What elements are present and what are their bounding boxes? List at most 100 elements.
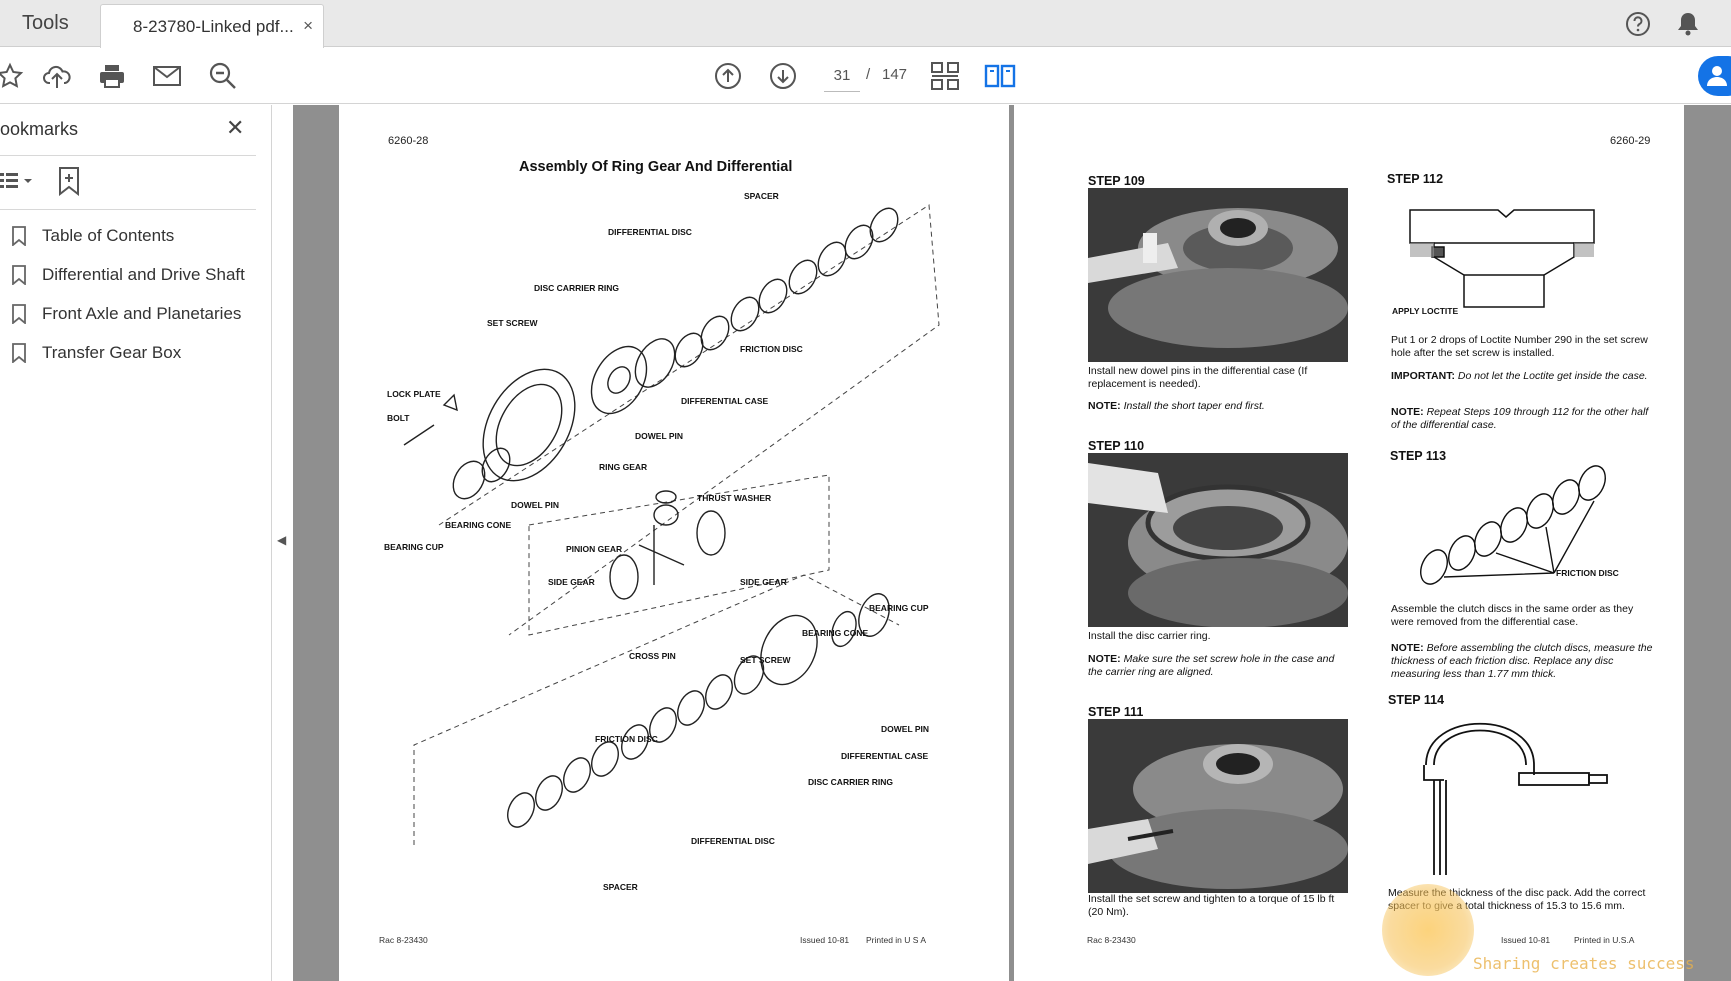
tab-document-label: 8-23780-Linked pdf... xyxy=(133,16,294,36)
diagram-label: DOWEL PIN xyxy=(635,431,684,441)
diagram-label: SPACER xyxy=(603,882,638,892)
important-text: Do not let the Loctite get inside the ca… xyxy=(1457,370,1648,382)
step-112-note: NOTE: Repeat Steps 109 through 112 for t… xyxy=(1391,406,1656,432)
watermark-text: Sharing creates success xyxy=(1473,954,1695,973)
pdf-page-right: 6260-29 STEP 109 Install new dowel pins … xyxy=(1014,105,1684,981)
diagram-label: BOLT xyxy=(387,413,410,423)
tab-bar: Tools 8-23780-Linked pdf... × xyxy=(0,0,1731,48)
note-text: Before assembling the clutch discs, meas… xyxy=(1391,642,1653,680)
step-113-figure xyxy=(1420,465,1606,585)
bookmark-item-label: Table of Contents xyxy=(42,226,175,245)
page-separator: / xyxy=(866,66,871,83)
two-page-view-icon[interactable] xyxy=(984,60,1016,92)
step-113-text: Assemble the clutch discs in the same or… xyxy=(1391,603,1634,628)
zoom-out-icon[interactable] xyxy=(207,60,239,92)
step-113-note: NOTE: Before assembling the clutch discs… xyxy=(1391,642,1656,681)
diagram-label: RING GEAR xyxy=(599,462,648,472)
page-number: 6260-28 xyxy=(388,135,429,147)
diagram-label: DIFFERENTIAL CASE xyxy=(841,751,929,761)
diagram-label: DISC CARRIER RING xyxy=(534,283,620,293)
step-109-photo xyxy=(1088,188,1348,362)
step-112-important: IMPORTANT: Do not let the Loctite get in… xyxy=(1391,370,1656,383)
diagram-label: DOWEL PIN xyxy=(511,500,560,510)
help-icon[interactable] xyxy=(1624,10,1652,38)
star-icon[interactable] xyxy=(0,60,26,92)
watermark-logo xyxy=(1382,884,1474,976)
page-down-icon[interactable] xyxy=(767,60,799,92)
page-number-input[interactable]: 31 xyxy=(824,60,860,92)
step-title: STEP 111 xyxy=(1088,705,1144,719)
note-label: NOTE: xyxy=(1391,642,1424,654)
step-112-figure xyxy=(1409,209,1595,308)
bookmark-item[interactable]: Front Axle and Planetaries xyxy=(12,299,241,329)
diagram-label: LOCK PLATE xyxy=(387,389,441,399)
divider xyxy=(0,155,256,156)
step-title: STEP 112 xyxy=(1387,172,1444,186)
tab-tools[interactable]: Tools xyxy=(22,12,69,34)
bookmark-item[interactable]: Table of Contents xyxy=(12,221,174,251)
page-footer: Printed in U.S.A xyxy=(1574,935,1635,945)
figure-label: FRICTION DISC xyxy=(1556,568,1619,578)
document-viewer[interactable]: 6260-28 Assembly Of Ring Gear And Differ… xyxy=(293,105,1731,981)
page-footer: Issued 10-81 xyxy=(800,935,850,945)
pdf-page-left: 6260-28 Assembly Of Ring Gear And Differ… xyxy=(339,105,1009,981)
note-text: Repeat Steps 109 through 112 for the oth… xyxy=(1391,406,1649,431)
diagram-label: THRUST WASHER xyxy=(697,493,772,503)
page-total: 147 xyxy=(882,66,908,83)
close-icon[interactable]: ✕ xyxy=(226,115,245,140)
page-up-icon[interactable] xyxy=(712,60,744,92)
step-112-text: Put 1 or 2 drops of Loctite Number 290 i… xyxy=(1391,334,1648,359)
diagram-label: FRICTION DISC xyxy=(740,344,803,354)
diagram-label: DOWEL PIN xyxy=(881,724,930,734)
cloud-upload-icon[interactable] xyxy=(41,60,73,92)
diagram-label: CROSS PIN xyxy=(629,651,676,661)
bookmark-icon xyxy=(12,226,26,246)
bookmark-item[interactable]: Differential and Drive Shaft xyxy=(12,260,245,290)
step-title: STEP 114 xyxy=(1388,693,1445,707)
step-111-photo xyxy=(1088,719,1348,893)
diagram-label: DIFFERENTIAL CASE xyxy=(681,396,769,406)
diagram-label: PINION GEAR xyxy=(566,544,623,554)
page-footer: Issued 10-81 xyxy=(1501,935,1551,945)
bell-icon[interactable] xyxy=(1674,10,1702,38)
bookmark-icon xyxy=(12,265,26,285)
tab-close-button[interactable]: × xyxy=(303,16,313,35)
diagram-label: BEARING CONE xyxy=(445,520,512,530)
diagram-label: DIFFERENTIAL DISC xyxy=(608,227,692,237)
share-icon[interactable] xyxy=(1698,56,1731,96)
diagram-label: DIFFERENTIAL DISC xyxy=(691,836,775,846)
page-layout-icon[interactable] xyxy=(929,60,961,92)
page-number: 6260-29 xyxy=(1610,135,1651,147)
diagram-label: SET SCREW xyxy=(740,655,791,665)
note-text: Make sure the set screw hole in the case… xyxy=(1088,653,1335,678)
page-footer: Rac 8-23430 xyxy=(1087,935,1136,945)
print-icon[interactable] xyxy=(96,60,128,92)
page-title: Assembly Of Ring Gear And Differential xyxy=(519,159,793,175)
bookmark-item-label: Differential and Drive Shaft xyxy=(42,265,245,284)
step-title: STEP 110 xyxy=(1088,439,1145,453)
step-110-photo xyxy=(1088,453,1348,627)
figure-label: APPLY LOCTITE xyxy=(1392,306,1459,316)
bookmarks-title: ookmarks xyxy=(0,119,79,139)
step-109-text: Install new dowel pins in the differenti… xyxy=(1088,365,1308,390)
diagram-label: BEARING CUP xyxy=(384,542,444,552)
tab-document[interactable]: 8-23780-Linked pdf... × xyxy=(100,4,324,48)
note-label: NOTE: xyxy=(1088,653,1121,665)
step-110-note: NOTE: Make sure the set screw hole in th… xyxy=(1088,653,1350,679)
diagram-label: SIDE GEAR xyxy=(740,577,787,587)
diagram-label: SIDE GEAR xyxy=(548,577,595,587)
step-110-text: Install the disc carrier ring. xyxy=(1088,630,1211,642)
bookmark-icon xyxy=(12,343,26,363)
page-footer: Printed in U S A xyxy=(866,935,927,945)
add-bookmark-icon[interactable] xyxy=(57,165,83,197)
collapse-panel-arrow-icon[interactable]: ◀ xyxy=(277,533,287,547)
bookmark-options-dropdown[interactable] xyxy=(0,165,34,197)
divider xyxy=(0,209,256,210)
diagram-label: BEARING CONE xyxy=(802,628,869,638)
bookmarks-panel: ookmarks ✕ Table of Contents Differentia… xyxy=(0,105,272,981)
step-109-note: NOTE: Install the short taper end first. xyxy=(1088,400,1350,413)
exploded-diagram xyxy=(403,204,940,845)
important-label: IMPORTANT: xyxy=(1391,370,1455,382)
bookmark-item[interactable]: Transfer Gear Box xyxy=(12,338,181,368)
mail-icon[interactable] xyxy=(151,60,183,92)
